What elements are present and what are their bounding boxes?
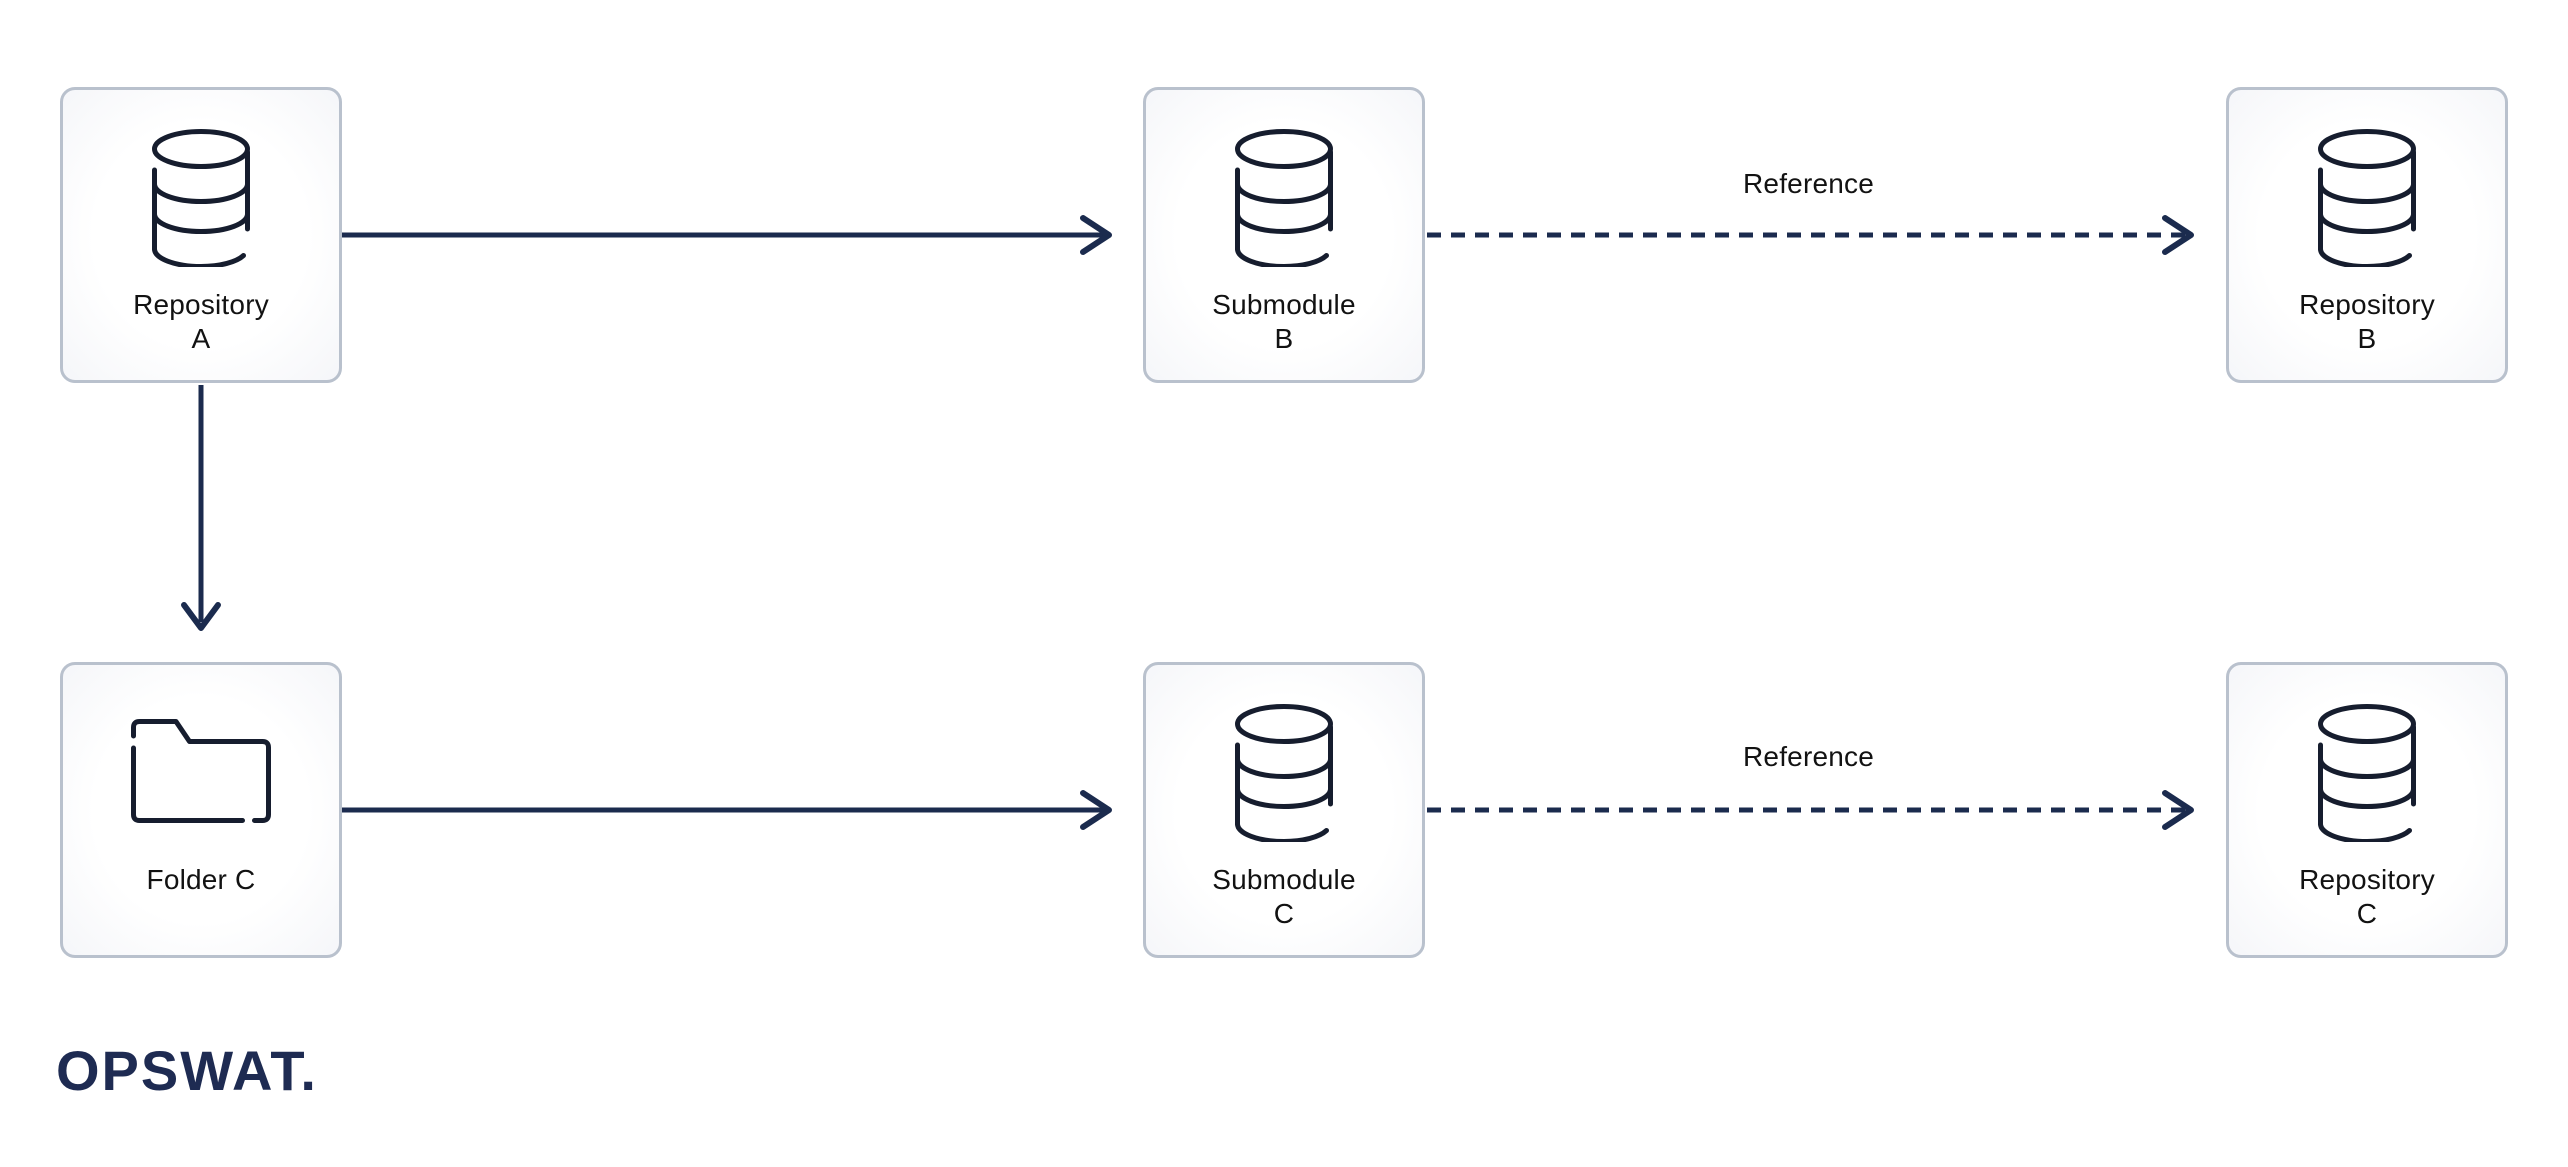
- node-repository-c: Repository C: [2226, 662, 2508, 958]
- edge-label-reference-bottom: Reference: [1743, 741, 1874, 772]
- folder-icon: [126, 695, 276, 847]
- database-icon: [2315, 120, 2419, 272]
- node-label: Submodule B: [1212, 289, 1356, 354]
- database-icon: [1232, 120, 1336, 272]
- node-label: Repository C: [2299, 864, 2435, 929]
- edge-submodule-b-to-repository-b: [1427, 215, 2194, 255]
- arrowhead-icon: [1080, 790, 1112, 830]
- node-label: Folder C: [146, 864, 256, 895]
- node-label: Repository A: [133, 289, 269, 354]
- database-icon: [149, 120, 253, 272]
- node-label: Submodule C: [1212, 864, 1356, 929]
- edge-submodule-c-to-repository-c: [1427, 790, 2194, 830]
- opswat-logo: OPSWAT.: [56, 1039, 318, 1102]
- arrowhead-icon: [2162, 215, 2194, 255]
- node-label: Repository B: [2299, 289, 2435, 354]
- edge-label-reference-top: Reference: [1743, 168, 1874, 199]
- node-repository-a: Repository A: [60, 87, 342, 383]
- node-submodule-b: Submodule B: [1143, 87, 1425, 383]
- edge-repository-a-to-folder-c: [181, 385, 221, 631]
- node-submodule-c: Submodule C: [1143, 662, 1425, 958]
- arrowhead-icon: [1080, 215, 1112, 255]
- database-icon: [1232, 695, 1336, 847]
- arrowhead-icon: [2162, 790, 2194, 830]
- node-folder-c: Folder C: [60, 662, 342, 958]
- edge-repository-a-to-submodule-b: [342, 215, 1112, 255]
- node-repository-b: Repository B: [2226, 87, 2508, 383]
- edge-folder-c-to-submodule-c: [342, 790, 1112, 830]
- arrowhead-icon: [181, 602, 221, 631]
- database-icon: [2315, 695, 2419, 847]
